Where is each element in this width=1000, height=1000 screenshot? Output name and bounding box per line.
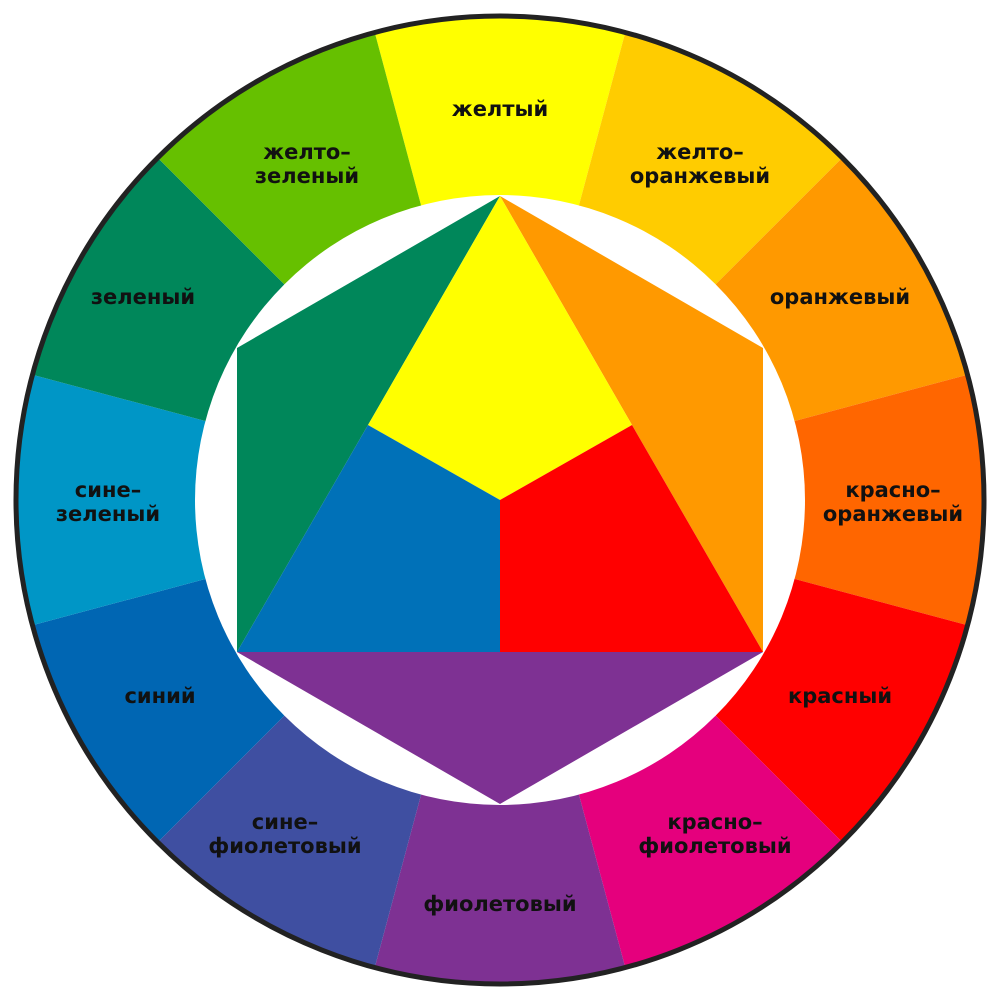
segment-label: желтый xyxy=(452,97,548,121)
ring-segment xyxy=(13,374,216,626)
ring-segment xyxy=(576,30,844,292)
ring-segment xyxy=(576,708,844,970)
green-secondary-triangle xyxy=(237,196,500,652)
ring-segment xyxy=(156,708,424,970)
red-primary-triangle xyxy=(500,425,763,652)
segment-label: сине–зеленый xyxy=(56,478,160,526)
segment-label-line: зеленый xyxy=(255,164,359,188)
wheel-outline xyxy=(13,13,987,987)
segment-label: зеленый xyxy=(91,285,195,309)
segment-label-line: красный xyxy=(788,684,892,708)
ring-segment xyxy=(708,576,970,844)
ring-segment xyxy=(374,784,626,986)
segment-label-line: оранжевый xyxy=(630,164,770,188)
segment-label: красно–фиолетовый xyxy=(638,810,791,858)
segment-label: оранжевый xyxy=(770,285,910,309)
segment-label-line: сине– xyxy=(75,478,141,502)
segment-label-line: синий xyxy=(124,684,195,708)
segment-label-line: зеленый xyxy=(91,285,195,309)
segment-label: синий xyxy=(124,684,195,708)
segment-label-line: оранжевый xyxy=(823,502,963,526)
segment-label-line: оранжевый xyxy=(770,285,910,309)
ring-segment xyxy=(708,156,970,424)
ring-segment xyxy=(374,13,626,216)
segment-label-line: зеленый xyxy=(56,502,160,526)
segment-label-line: фиолетовый xyxy=(208,834,361,858)
ring-segment xyxy=(784,374,986,626)
segment-label-line: фиолетовый xyxy=(638,834,791,858)
center-hexagon xyxy=(237,196,763,804)
segment-label: красно–оранжевый xyxy=(823,478,963,526)
segment-label-line: красно– xyxy=(845,478,940,502)
outer-color-ring xyxy=(13,13,986,986)
segment-label: фиолетовый xyxy=(423,892,576,916)
ring-segment xyxy=(156,30,424,292)
segment-label-line: желто– xyxy=(263,140,351,164)
violet-secondary-triangle xyxy=(237,652,763,804)
segment-label-line: фиолетовый xyxy=(423,892,576,916)
segment-label-line: красно– xyxy=(667,810,762,834)
yellow-primary-triangle xyxy=(368,196,632,500)
segment-label-line: желтый xyxy=(452,97,548,121)
ring-segment xyxy=(30,576,292,844)
blue-primary-triangle xyxy=(237,425,500,652)
segment-labels: желтыйжелто–оранжевыйоранжевыйкрасно–ора… xyxy=(56,97,963,916)
segment-label: сине–фиолетовый xyxy=(208,810,361,858)
segment-label: желто–зеленый xyxy=(255,140,359,188)
segment-label-line: сине– xyxy=(252,810,318,834)
segment-label: красный xyxy=(788,684,892,708)
segment-label: желто–оранжевый xyxy=(630,140,770,188)
ring-segment xyxy=(30,156,292,424)
orange-secondary-triangle xyxy=(500,196,763,652)
segment-label-line: желто– xyxy=(656,140,744,164)
